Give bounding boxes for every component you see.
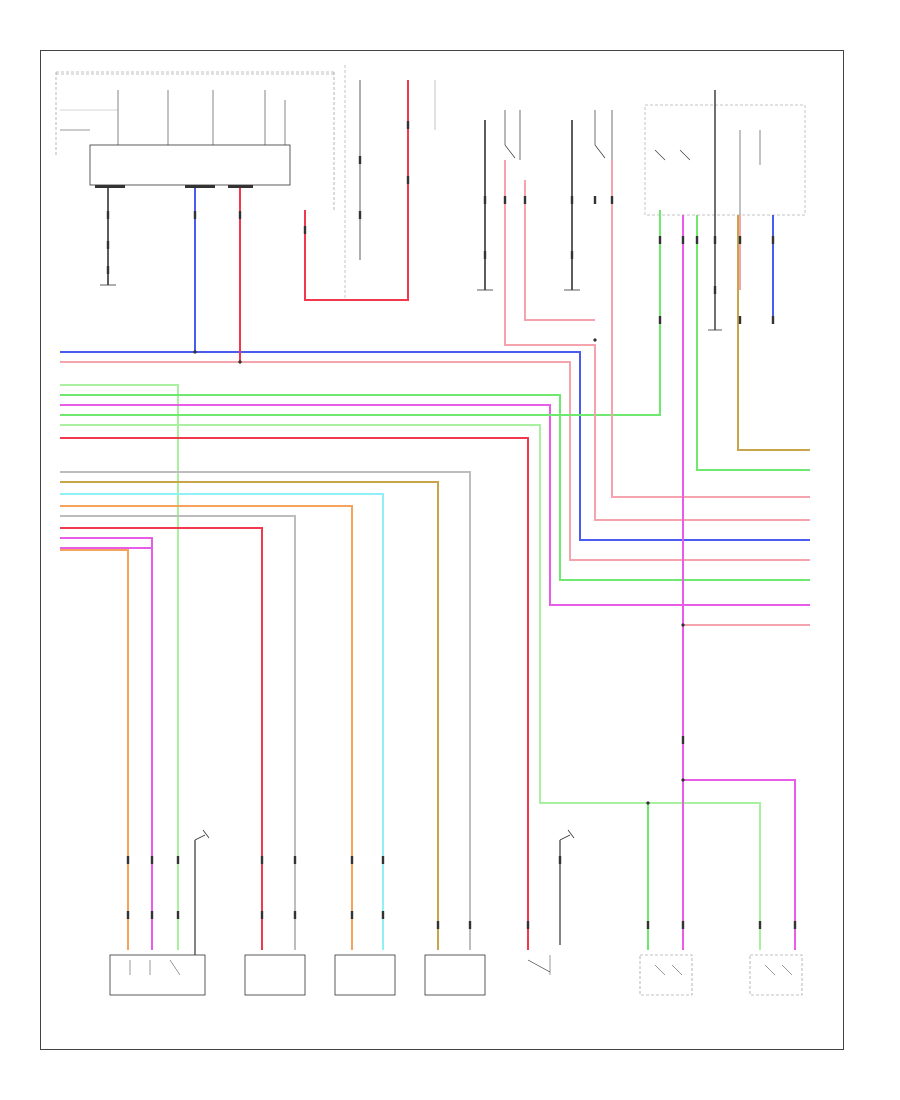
connector-tick [681, 736, 685, 744]
wire-red [60, 527, 263, 950]
connector-tick [793, 921, 797, 929]
connector-tick [570, 251, 574, 259]
connector-tick [260, 856, 264, 864]
fuse-block-top-middle [344, 65, 436, 300]
wire-tan [737, 215, 810, 451]
switch-top-a [504, 110, 521, 160]
wire-green [60, 394, 810, 581]
ground-symbol-bottom-right [559, 829, 575, 945]
top-right-module [644, 90, 806, 331]
connector-tick [176, 856, 180, 864]
wire-pink [611, 160, 810, 498]
connector-tick [658, 316, 662, 324]
diagram-frame [40, 50, 844, 1050]
wire-red [304, 80, 409, 301]
connector-tick [523, 196, 527, 204]
wire-magenta [683, 779, 796, 950]
connector-tick [293, 856, 297, 864]
switch-top-b [594, 110, 613, 160]
connector-tick [106, 266, 110, 274]
connector-tick [176, 911, 180, 919]
junction-dots [193, 338, 685, 805]
wire-green [696, 215, 810, 471]
component-box-2 [244, 954, 306, 996]
connector-tick [150, 856, 154, 864]
connector-tick [681, 921, 685, 929]
connector-tick [358, 156, 362, 164]
wire-pink [504, 160, 810, 521]
wire-gray [60, 471, 471, 950]
connector-tick [468, 921, 472, 929]
connector-tick [381, 911, 385, 919]
connector-ticks [106, 121, 797, 929]
wire-orange [60, 505, 353, 950]
connector-tick [570, 196, 574, 204]
wire-tan [60, 481, 439, 950]
wire-blue [60, 351, 810, 541]
connector-tick [150, 911, 154, 919]
ground-symbol-mid-left [477, 120, 493, 291]
wire-orange [60, 549, 129, 950]
component-box-3 [334, 954, 396, 996]
connector-tick [350, 856, 354, 864]
top-left-module [55, 71, 335, 210]
connector-tick [758, 921, 762, 929]
connector-tick [658, 236, 662, 244]
connector-tick [436, 921, 440, 929]
wire-gray [60, 515, 296, 950]
connector-tick [106, 211, 110, 219]
connector-tick [695, 236, 699, 244]
ground-symbol-mid-right [564, 120, 580, 291]
connector-tick [406, 176, 410, 184]
connector-tick [738, 316, 742, 324]
wire-magenta [60, 404, 810, 606]
connector-tick [483, 196, 487, 204]
wire-pink [524, 180, 595, 321]
connector-tick [238, 211, 242, 219]
connector-tick [771, 316, 775, 324]
component-left-rear [639, 954, 693, 996]
wire-group [60, 80, 810, 950]
connector-tick [483, 251, 487, 259]
connector-tick [406, 121, 410, 129]
connector-tick [358, 211, 362, 219]
connector-tick [646, 921, 650, 929]
wire-cyan [60, 493, 384, 950]
component-box-4 [424, 954, 486, 996]
connector-tick [503, 196, 507, 204]
wire-lightgreen [60, 424, 761, 950]
wire-pink [60, 361, 810, 561]
wire-green [60, 210, 661, 416]
wire-magenta [60, 537, 153, 950]
wire-lightgreen [60, 384, 179, 950]
connector-tick [610, 196, 614, 204]
connector-tick [771, 236, 775, 244]
connector-tick [106, 241, 110, 249]
connector-tick [681, 236, 685, 244]
connector-tick [738, 236, 742, 244]
connector-tick [126, 911, 130, 919]
connector-tick [713, 286, 717, 294]
component-switch-5 [527, 955, 551, 975]
connector-tick [260, 911, 264, 919]
ground-symbol-bottom-left [194, 829, 210, 955]
wire-red [60, 437, 529, 950]
connector-tick [526, 921, 530, 929]
component-left-front-door [109, 954, 206, 996]
connector-tick [350, 911, 354, 919]
connector-tick [381, 856, 385, 864]
connector-tick [713, 236, 717, 244]
connector-tick [293, 911, 297, 919]
connector-tick [593, 196, 597, 204]
component-right-rear [749, 954, 803, 996]
connector-tick [193, 211, 197, 219]
connector-tick [126, 856, 130, 864]
connector-tick [303, 226, 307, 234]
